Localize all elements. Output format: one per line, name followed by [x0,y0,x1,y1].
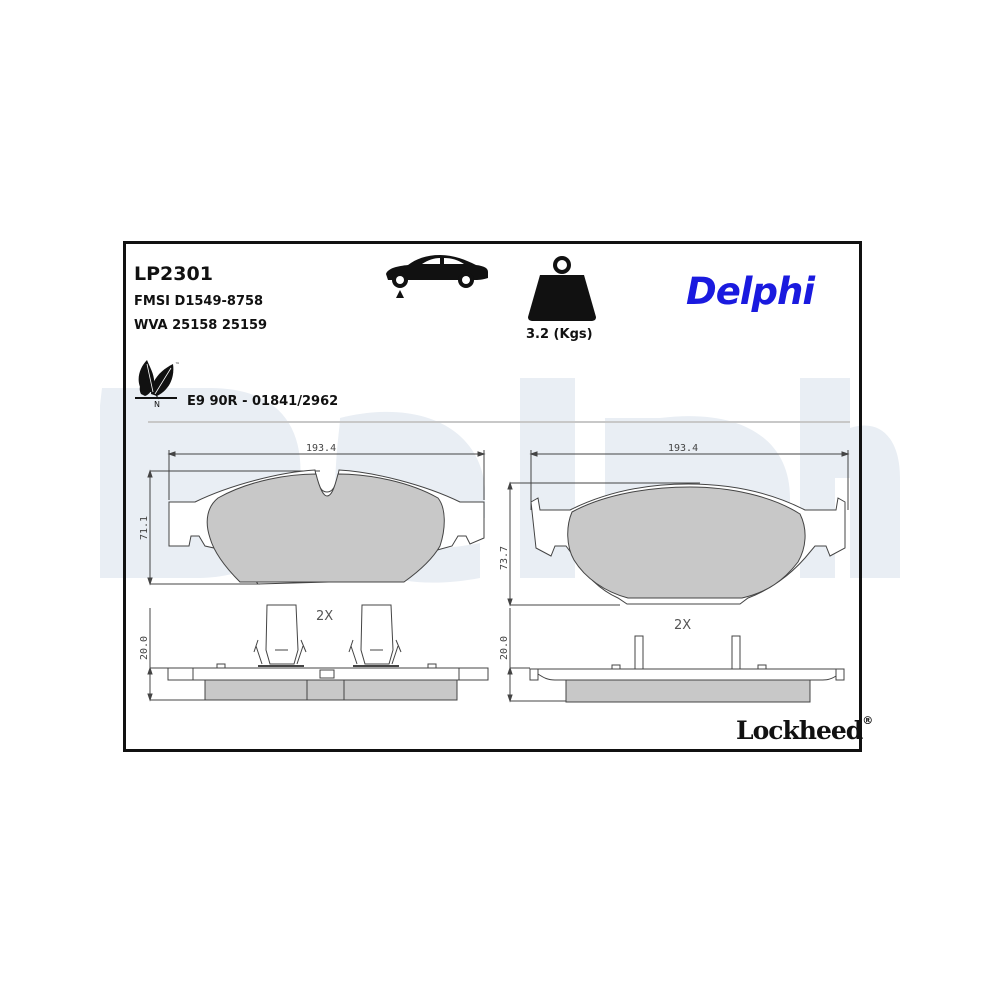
right-thickness-dim: 20.0 [499,636,510,660]
left-thickness-dim: 20.0 [139,636,150,660]
right-width-dim: 193.4 [668,443,698,454]
eco-leaves-icon: N ™ [135,360,180,408]
car-on-jack-icon [386,255,488,298]
left-height-dim: 71.1 [139,516,150,540]
eco-mark-letter: N [154,400,160,408]
right-height-dim: 73.7 [499,546,510,570]
sheet-frame [123,241,862,752]
left-width-dim: 193.4 [306,443,336,454]
right-quantity-label: 2X [674,618,691,633]
delphi-logo: Delphi [686,270,815,313]
registered-mark: ® [862,714,873,727]
part-number: LP2301 [134,263,213,285]
right-pad-side-view [507,608,845,703]
eco-mark-tm: ™ [175,362,180,368]
lockheed-logo: Lockheed® [736,714,873,745]
weight-value: 3.2 (Kgs) [526,327,593,342]
weight-icon [528,256,596,321]
fmsi-code: FMSI D1549-8758 [134,294,264,309]
left-pad-side-view [147,604,489,702]
left-quantity-label: 2X [316,609,333,624]
left-pad-front-view [147,450,486,586]
wva-codes: WVA 25158 25159 [134,318,268,333]
ece-approval: E9 90R - 01841/2962 [187,394,339,409]
right-pad-front-view [507,450,850,607]
lockheed-wordmark: Lockheed [736,716,863,745]
